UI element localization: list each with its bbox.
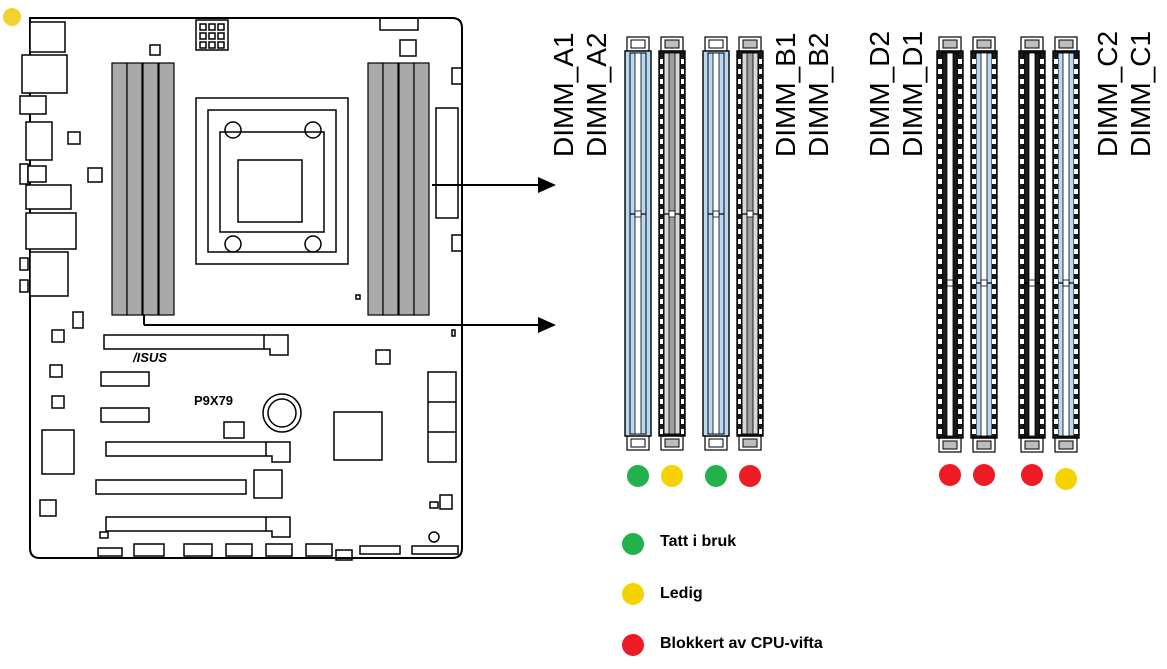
label-dimm-d2: DIMM_D2 [864, 30, 895, 157]
board-dimm-slots-right [367, 62, 430, 316]
dimm-slot-d1 [970, 36, 998, 453]
legend-used-label: Tatt i bruk [660, 533, 737, 550]
dimm-slot-b1 [702, 36, 730, 451]
dimm-slot-c1 [1052, 36, 1080, 453]
label-dimm-d1: DIMM_D1 [897, 30, 928, 157]
dimm-slot-a1 [624, 36, 652, 451]
dimm-slot-d2 [936, 36, 964, 453]
label-dimm-b1: DIMM_B1 [770, 32, 801, 157]
legend-free-label: Ledig [660, 585, 703, 602]
label-dimm-a2: DIMM_A2 [581, 32, 612, 157]
motherboard [19, 17, 463, 561]
pointer-arrows [143, 177, 556, 333]
dimm-slot-c2 [1018, 36, 1046, 453]
legend-free-dot [622, 583, 644, 605]
board-brand: /ISUS [132, 350, 167, 365]
label-dimm-a1: DIMM_A1 [548, 32, 579, 157]
label-dimm-c2: DIMM_C2 [1092, 30, 1123, 157]
status-dot-c2 [1021, 464, 1043, 486]
corner-marker [3, 8, 21, 26]
board-dimm-slots-left [111, 62, 175, 316]
dimm-slot-b2 [736, 36, 764, 451]
legend-used-dot [622, 533, 644, 555]
status-dot-c1 [1055, 468, 1077, 490]
status-dot-a1 [627, 465, 649, 487]
status-dot-b1 [705, 465, 727, 487]
label-dimm-c1: DIMM_C1 [1125, 30, 1156, 157]
status-dot-a2 [661, 465, 683, 487]
status-dot-b2 [739, 465, 761, 487]
slot-status-indicators [627, 464, 1077, 490]
board-model: P9X79 [194, 393, 233, 408]
dimm-slot-detail [624, 36, 1080, 453]
legend-blocked-label: Blokkert av CPU-vifta [660, 635, 823, 652]
legend-blocked-dot [622, 634, 644, 656]
status-dot-d2 [939, 464, 961, 486]
label-dimm-b2: DIMM_B2 [803, 32, 834, 157]
status-dot-d1 [973, 464, 995, 486]
dimm-slot-a2 [658, 36, 686, 451]
